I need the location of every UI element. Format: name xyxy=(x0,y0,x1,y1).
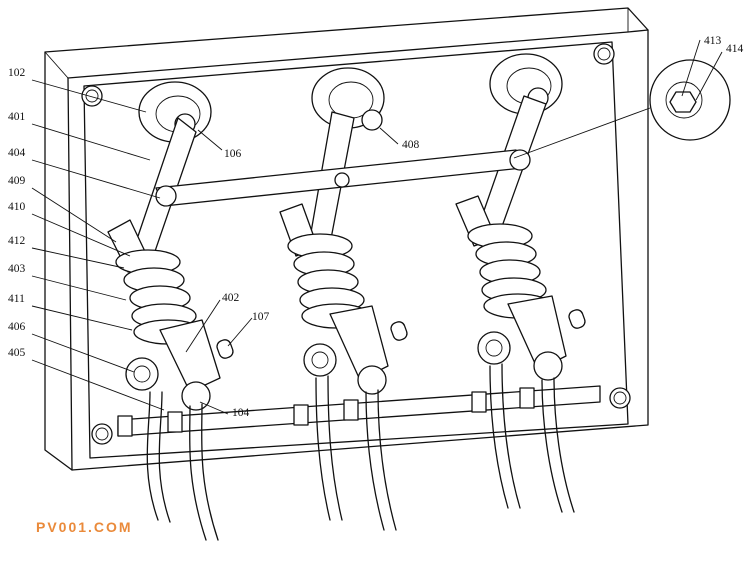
label-411: 411 xyxy=(8,293,25,305)
connecting-bar xyxy=(155,149,531,207)
switch-unit-right xyxy=(455,53,575,513)
label-107: 107 xyxy=(252,311,270,323)
part-labels: 102 401 404 409 410 412 403 411 406 405 … xyxy=(8,35,744,419)
label-412: 412 xyxy=(8,235,26,247)
label-414: 414 xyxy=(726,43,744,55)
label-102: 102 xyxy=(8,67,26,79)
label-106: 106 xyxy=(224,148,242,160)
switch-unit-left xyxy=(107,81,221,541)
label-104: 104 xyxy=(232,407,250,419)
watermark: PV001.COM xyxy=(36,519,133,535)
label-410: 410 xyxy=(8,201,26,213)
leader-lines xyxy=(31,39,723,415)
label-401: 401 xyxy=(8,111,26,123)
bottom-rail xyxy=(117,385,601,437)
detail-circle xyxy=(513,59,731,159)
label-409: 409 xyxy=(8,175,26,187)
switch-unit-middle xyxy=(279,67,397,531)
label-413: 413 xyxy=(704,35,722,47)
label-405: 405 xyxy=(8,347,26,359)
label-406: 406 xyxy=(8,321,26,333)
label-403: 403 xyxy=(8,263,26,275)
label-404: 404 xyxy=(8,147,26,159)
label-402: 402 xyxy=(222,292,240,304)
label-408: 408 xyxy=(402,139,420,151)
